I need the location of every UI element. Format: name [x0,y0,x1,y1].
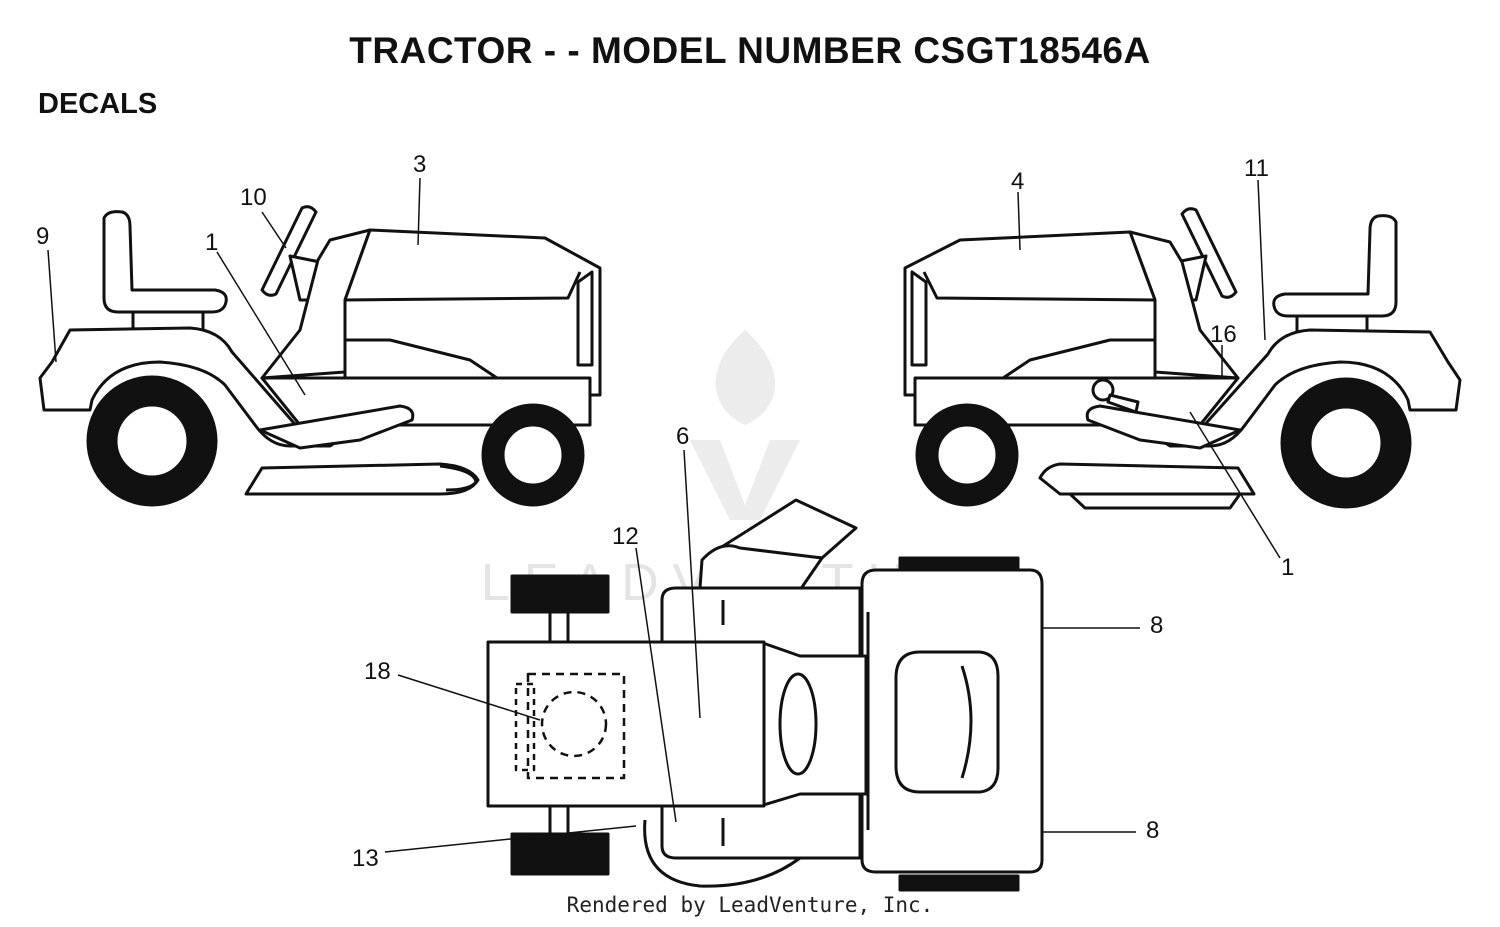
callout-6: 6 [676,423,689,450]
left-mower-deck [244,462,480,496]
callout-9: 9 [36,223,49,250]
right-seat [1272,214,1398,318]
right-front-hub [935,423,999,487]
tractor-right-view [903,207,1462,510]
callout-1-right: 1 [1281,554,1294,581]
callout-11: 11 [1244,155,1269,182]
top-leaders [384,449,1140,853]
right-rear-fender [1143,328,1462,448]
left-steering-wheel [260,205,318,297]
callout-13: 13 [352,845,379,872]
top-engine-outline [526,672,626,780]
left-seat [102,210,228,314]
top-seat [894,650,1000,794]
diagram-title: TRACTOR - - MODEL NUMBER CSGT18546A [349,30,1151,71]
callout-12: 12 [612,523,639,550]
left-hood-line [344,271,582,302]
callout-8-lower: 8 [1146,817,1159,844]
top-steering-hub [778,672,818,776]
right-rear-hub [1308,405,1384,481]
right-deck-lower [1068,492,1242,510]
left-rear-hub [114,403,190,479]
right-steering-wheel [1180,207,1238,299]
tractor-left-view [38,205,602,507]
left-leaders [47,177,421,396]
left-hood-side [345,338,501,382]
right-mower-deck [1038,462,1256,496]
tractor-top-view [486,498,1044,892]
right-hood-line [922,271,1156,302]
top-front-wheel-lower [510,832,610,876]
right-leaders [1017,179,1281,559]
right-footrest [1085,404,1242,450]
callout-8-upper: 8 [1150,612,1163,639]
top-steering-base [698,544,824,592]
left-front-hub [501,423,565,487]
callout-10: 10 [240,184,267,211]
top-rear-wheel-lower [898,874,1020,892]
top-engine-cover [540,690,608,758]
right-hood-side [999,338,1155,382]
left-hood [343,228,602,397]
left-rear-fender [38,326,357,448]
render-credit: Rendered by LeadVenture, Inc. [566,893,934,917]
section-heading: DECALS [38,88,158,120]
top-seat-back [960,665,973,779]
right-hood [903,230,1157,397]
callout-1-left: 1 [205,229,218,256]
watermark-flame-icon [690,330,800,520]
left-grille [576,270,594,367]
callout-3: 3 [413,151,426,178]
callout-4: 4 [1011,168,1024,195]
right-lever-knob [1091,378,1115,402]
callout-16: 16 [1210,321,1237,348]
top-front-wheel-upper [510,574,610,614]
right-grille [910,270,928,367]
top-hood [486,640,766,808]
left-deck-chute [439,464,478,492]
callout-18: 18 [364,658,391,685]
left-footrest [258,404,415,450]
top-engine-inner [514,682,536,772]
